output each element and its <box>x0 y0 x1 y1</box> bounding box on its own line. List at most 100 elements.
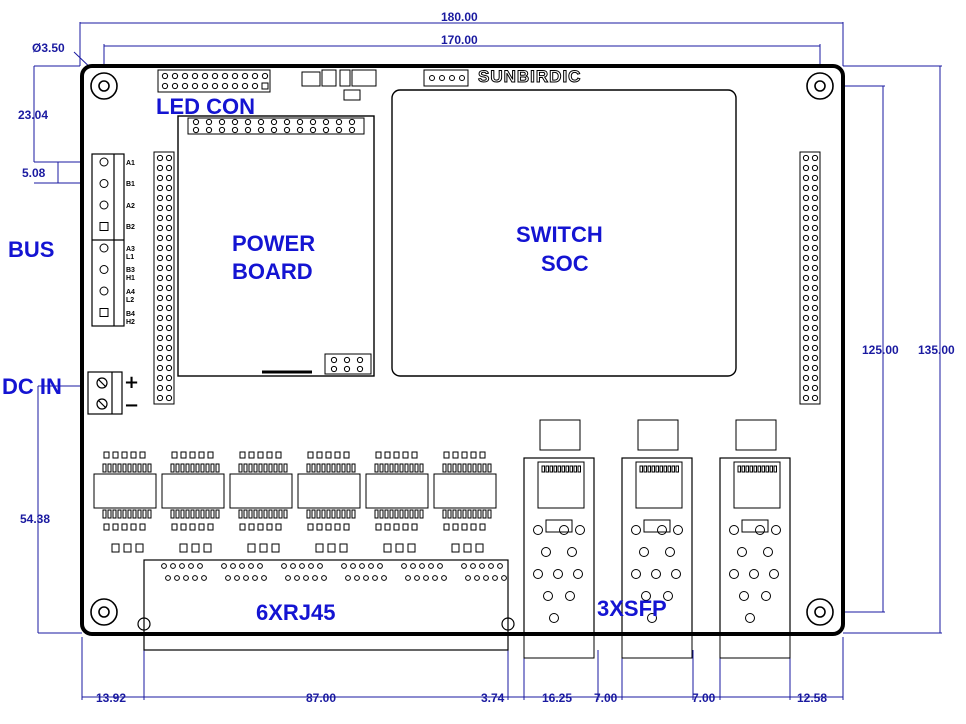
pin-header-icon <box>356 356 364 364</box>
pin-header-icon <box>811 334 819 342</box>
rj45-port-icon <box>363 575 369 581</box>
rj45-port-icon <box>221 563 227 569</box>
chip-pin <box>761 465 765 473</box>
smd-pad <box>266 523 273 531</box>
rj45-port-icon <box>492 575 498 581</box>
transformer-pin <box>472 463 477 473</box>
pin-header-icon <box>811 244 819 252</box>
label-rj45: 6XRJ45 <box>256 600 336 625</box>
pin-header-icon <box>205 126 213 134</box>
transformer-pin <box>137 463 142 473</box>
rj45-port-icon <box>170 563 176 569</box>
pin-header-icon <box>156 324 164 332</box>
bus-pin-labels: A1 B1 A2 B2 A3 L1 B3 H1 A4 L2 B4 H2 <box>126 160 135 326</box>
transformer-pin <box>238 509 243 519</box>
transformer-pin <box>205 463 210 473</box>
transformer-pin <box>200 463 205 473</box>
pin-label: A1 <box>126 160 135 167</box>
pin-header-icon <box>165 344 173 352</box>
pin-header-icon <box>192 126 200 134</box>
smd-pad <box>307 523 314 531</box>
pin-header-icon <box>270 118 278 126</box>
rj45-port-icon <box>197 563 203 569</box>
rj45-port-icon <box>321 575 327 581</box>
transformer-pin <box>442 509 447 519</box>
transformer-pin <box>351 463 356 473</box>
chip-pin <box>737 465 741 473</box>
rj45-port-icon <box>479 563 485 569</box>
pin-header-icon <box>811 294 819 302</box>
pin-header-icon <box>241 82 249 90</box>
pin-header-icon <box>811 314 819 322</box>
rj45-port-icon <box>368 563 374 569</box>
sfp-vent-hole <box>533 569 543 579</box>
sfp-components <box>637 419 679 451</box>
pin-header-icon <box>811 174 819 182</box>
pin-header-icon <box>156 164 164 172</box>
pin-header-icon <box>330 356 338 364</box>
transformer-pin <box>243 509 248 519</box>
smd-pad <box>191 543 200 553</box>
board-outline <box>80 64 845 636</box>
smd-pad <box>402 523 409 531</box>
mounting-hole-icon <box>90 72 118 100</box>
smd-pad <box>334 523 341 531</box>
ethernet-transformers <box>93 463 497 519</box>
smd-pad <box>171 523 178 531</box>
chip-pin <box>561 465 565 473</box>
pin-header-icon <box>156 284 164 292</box>
pin-header-icon <box>161 72 169 80</box>
sfp-latch <box>741 519 769 533</box>
pin-header-icon <box>811 184 819 192</box>
sfp-latch <box>545 519 573 533</box>
sfp-cages <box>523 419 791 659</box>
smd-pad <box>479 451 486 459</box>
smd-pad <box>135 543 144 553</box>
smd-pad <box>111 543 120 553</box>
pin-label: A3 <box>126 246 135 253</box>
terminal-screw-icon <box>99 200 109 210</box>
transformer-pin <box>394 509 399 519</box>
smd-pad <box>461 523 468 531</box>
smd-pad <box>207 523 214 531</box>
transformer-pin <box>414 509 419 519</box>
pin-header-icon <box>251 82 259 90</box>
transformer-pin <box>482 509 487 519</box>
power-board <box>177 115 375 377</box>
transformer-pin <box>137 509 142 519</box>
transformer-pin <box>336 463 341 473</box>
transformer-pin <box>112 463 117 473</box>
sfp-vent-hole <box>769 569 779 579</box>
pin-header-icon <box>257 118 265 126</box>
smd-pad <box>479 523 486 531</box>
sfp-components <box>735 419 777 451</box>
transformer-pin <box>351 509 356 519</box>
dim-height-total: 135.00 <box>918 343 955 357</box>
dim-bus-pitch: 5.08 <box>22 166 46 180</box>
rj45-port-icon <box>501 575 507 581</box>
transformer-pin <box>409 509 414 519</box>
transformer-pin <box>248 509 253 519</box>
smd-pad <box>247 543 256 553</box>
transformer-pin <box>374 509 379 519</box>
rj45-port-icon <box>474 575 480 581</box>
transformer-pin <box>112 509 117 519</box>
rj45-port-icon <box>381 575 387 581</box>
sfp-vent-hole <box>671 569 681 579</box>
dim-bus-offset: 23.04 <box>18 108 48 122</box>
rj45-port-icon <box>432 575 438 581</box>
smd-pad <box>121 451 128 459</box>
pin-header-icon <box>261 72 269 80</box>
pin-header-icon <box>811 344 819 352</box>
rj45-port-icon <box>225 575 231 581</box>
smd-pad <box>470 451 477 459</box>
pin-header-icon <box>156 374 164 382</box>
rj45-port-icon <box>401 563 407 569</box>
transformer-pin <box>346 509 351 519</box>
power-board-header-pins <box>192 118 364 373</box>
transformer-pin <box>215 509 220 519</box>
pin-header-icon <box>165 334 173 342</box>
pin-header-icon <box>330 365 338 373</box>
pin-header-icon <box>811 354 819 362</box>
chip-pin <box>741 465 745 473</box>
